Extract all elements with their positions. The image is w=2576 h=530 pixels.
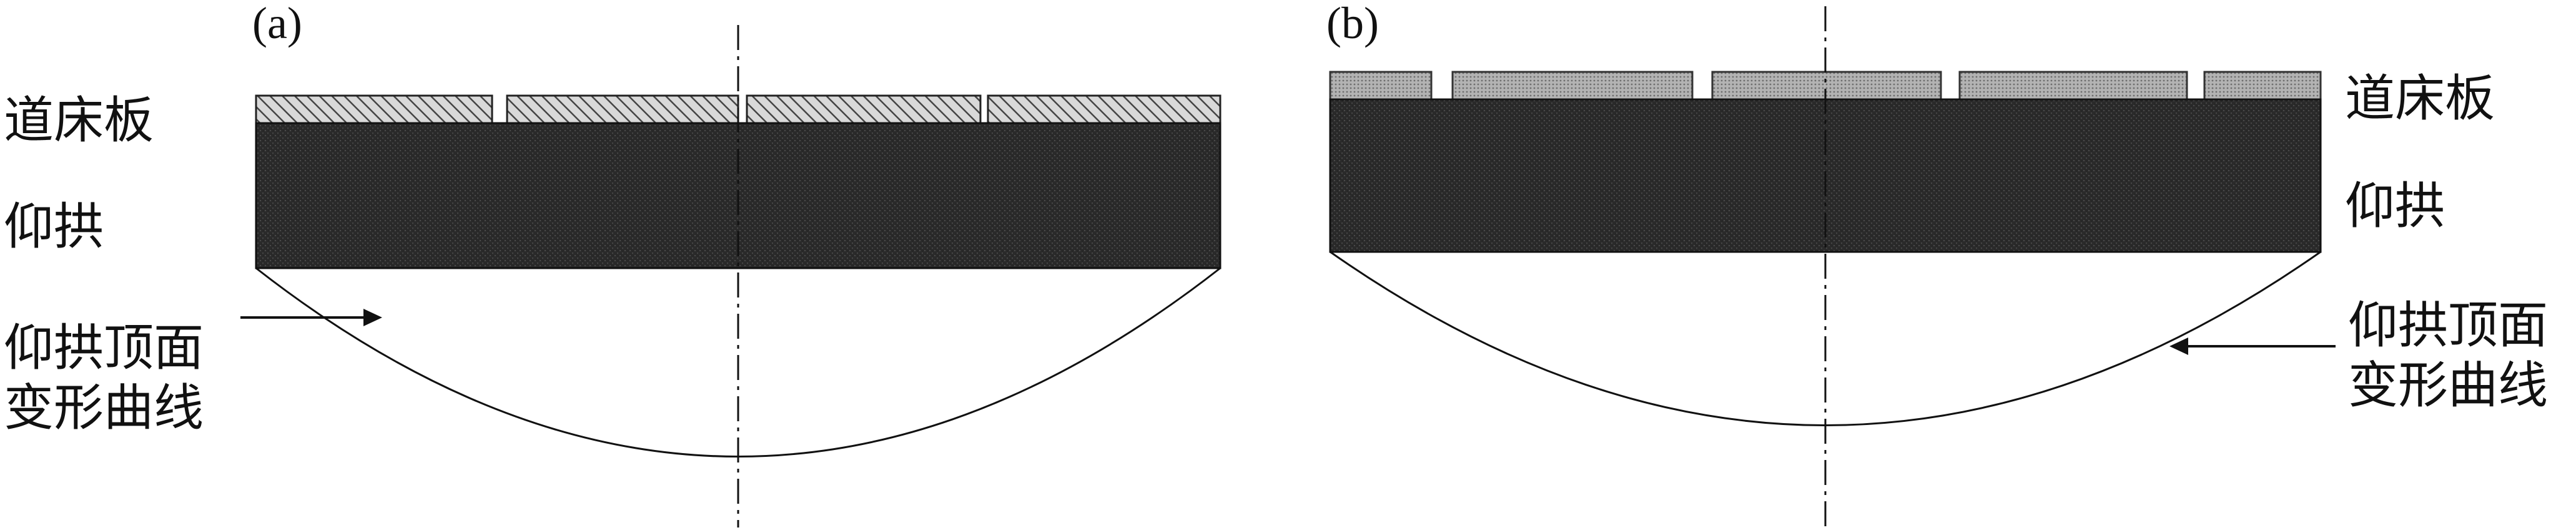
panel-a [240,25,1221,528]
panel-b [1329,6,2336,528]
panel-a-slab-segment-3 [746,94,982,124]
panel-b-slab-label: 道床板 [2345,69,2495,128]
panel-a-invert-label: 仰拱 [4,198,104,256]
panel-b-tag: (b) [1326,0,1379,48]
panel-b-invert-label: 仰拱 [2345,177,2445,235]
panel-a-track-slab [255,94,1221,124]
panel-b-slab-segment-4 [1958,71,2188,101]
panel-b-track-slab [1329,71,2322,101]
panel-a-arrowhead [363,309,382,326]
panel-a-curve-label-line2: 变形曲线 [4,379,204,437]
panel-b-curve-label-line1: 仰拱顶面 [2348,296,2548,354]
panel-a-slab-segment-4 [987,94,1221,124]
panel-a-slab-segment-1 [255,94,493,124]
panel-a-slab-segment-2 [506,94,739,124]
panel-a-curve-label-line1: 仰拱顶面 [4,319,204,377]
panel-b-slab-segment-5 [2203,71,2322,101]
panel-b-slab-segment-3 [1711,71,1942,101]
panel-b-curve-label-line2: 变形曲线 [2348,356,2548,414]
panel-a-tag: (a) [252,0,302,48]
panel-b-arrowhead [2169,338,2188,355]
panel-b-slab-segment-2 [1451,71,1694,101]
panel-b-slab-segment-1 [1329,71,1433,101]
panel-a-slab-label: 道床板 [4,91,154,149]
